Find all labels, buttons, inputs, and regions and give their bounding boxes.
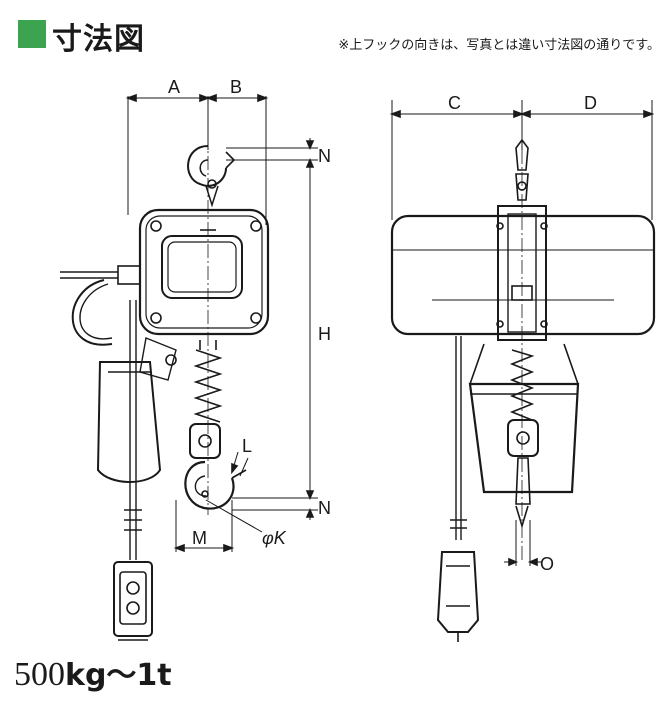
dim-c-label: C <box>448 93 461 113</box>
dim-b-label: B <box>230 77 242 97</box>
capacity-label: 500kg～1t <box>14 650 172 694</box>
dimension-drawing: A B C D N H N L M φK O <box>60 77 656 642</box>
capacity-value: 500 <box>14 656 65 693</box>
dim-a-label: A <box>168 77 180 97</box>
dim-k-label: φK <box>262 528 287 548</box>
dim-n-top-label: N <box>318 146 331 166</box>
dim-l-label: L <box>242 436 252 456</box>
dim-h-label: H <box>318 324 331 344</box>
title-marker <box>18 20 46 48</box>
hook-orientation-note: ※上フックの向きは、写真とは違い寸法図の通りです。 <box>338 38 660 53</box>
dim-n-bottom-label: N <box>318 498 331 518</box>
dim-o-label: O <box>540 554 554 574</box>
capacity-unit: kg～1t <box>65 658 172 693</box>
header: 寸法図 ※上フックの向きは、写真とは違い寸法図の通りです。 <box>10 12 662 57</box>
dim-d-label: D <box>584 93 597 113</box>
page-title: 寸法図 <box>52 22 145 57</box>
dim-m-label: M <box>192 528 207 548</box>
